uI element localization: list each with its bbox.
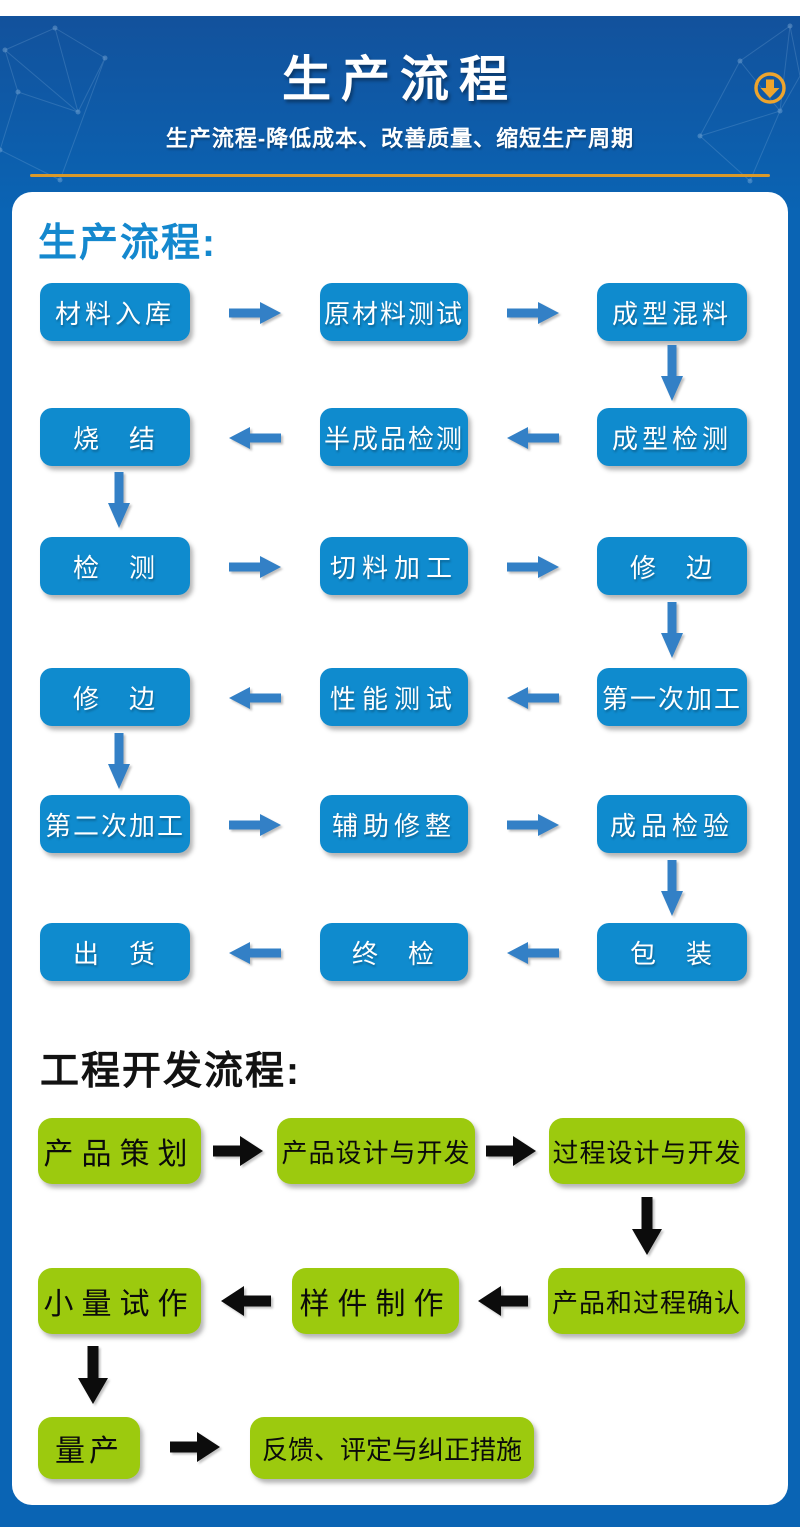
- prod-step-mold-inspect: 成型检测: [597, 408, 747, 466]
- arrow-left-icon: [221, 1286, 271, 1316]
- arrow-right-icon: [507, 302, 559, 324]
- page-title: 生产流程: [281, 53, 518, 107]
- arrow-down-icon: [661, 860, 683, 916]
- prod-step-trim-2: 修 边: [40, 668, 190, 726]
- page-subtitle: 生产流程-降低成本、改善质量、缩短生产周期: [165, 126, 635, 151]
- arrow-right-icon: [229, 302, 281, 324]
- arrow-right-icon: [229, 556, 281, 578]
- arrow-down-icon: [661, 602, 683, 658]
- eng-step-product-planning: 产品策划: [38, 1118, 201, 1184]
- prod-step-ship: 出 货: [40, 923, 190, 981]
- arrow-down-icon: [632, 1197, 662, 1255]
- arrow-left-icon: [507, 427, 559, 449]
- arrow-left-icon: [229, 687, 281, 709]
- network-pattern-left: [0, 25, 108, 183]
- arrow-left-icon: [507, 687, 559, 709]
- arrow-right-icon: [229, 814, 281, 836]
- prod-step-raw-test: 原材料测试: [320, 283, 468, 341]
- network-pattern-right: [697, 23, 800, 184]
- arrow-down-icon: [108, 733, 130, 789]
- eng-step-mass-production: 量产: [38, 1417, 140, 1479]
- top-white-strip: [0, 0, 800, 16]
- prod-step-final-inspect: 成品检验: [597, 795, 747, 853]
- prod-step-perf-test: 性能测试: [320, 668, 468, 726]
- prod-step-material-in: 材料入库: [40, 283, 190, 341]
- arrow-left-icon: [229, 942, 281, 964]
- prod-step-trim-1: 修 边: [597, 537, 747, 595]
- prod-step-inspect: 检 测: [40, 537, 190, 595]
- prod-step-first-machining: 第一次加工: [597, 668, 747, 726]
- arrow-right-icon: [507, 814, 559, 836]
- prod-step-cutting: 切料加工: [320, 537, 468, 595]
- arrow-right-icon: [507, 556, 559, 578]
- prod-step-semi-inspect: 半成品检测: [320, 408, 468, 466]
- arrow-down-icon: [78, 1346, 108, 1404]
- arrow-down-icon: [661, 345, 683, 401]
- arrow-left-icon: [478, 1286, 528, 1316]
- eng-step-sample-making: 样件制作: [292, 1268, 459, 1334]
- eng-step-pilot-run: 小量试作: [38, 1268, 201, 1334]
- prod-step-packing: 包 装: [597, 923, 747, 981]
- eng-step-feedback-corrective: 反馈、评定与纠正措施: [250, 1417, 534, 1479]
- arrow-right-icon: [170, 1432, 220, 1462]
- arrow-down-icon: [108, 472, 130, 528]
- engineering-heading: 工程开发流程:: [40, 1050, 301, 1093]
- prod-step-aux-finish: 辅助修整: [320, 795, 468, 853]
- arrow-right-icon: [213, 1136, 263, 1166]
- eng-step-product-design: 产品设计与开发: [277, 1118, 475, 1184]
- arrow-left-icon: [507, 942, 559, 964]
- production-heading: 生产流程:: [38, 222, 217, 265]
- eng-step-process-design: 过程设计与开发: [549, 1118, 745, 1184]
- prod-step-mix: 成型混料: [597, 283, 747, 341]
- eng-step-confirmation: 产品和过程确认: [548, 1268, 745, 1334]
- arrow-right-icon: [486, 1136, 536, 1166]
- prod-step-sinter: 烧 结: [40, 408, 190, 466]
- circle-down-arrow-icon[interactable]: [753, 71, 787, 105]
- prod-step-final-check: 终 检: [320, 923, 468, 981]
- gold-divider-line: [30, 174, 770, 177]
- arrow-left-icon: [229, 427, 281, 449]
- prod-step-second-machining: 第二次加工: [40, 795, 190, 853]
